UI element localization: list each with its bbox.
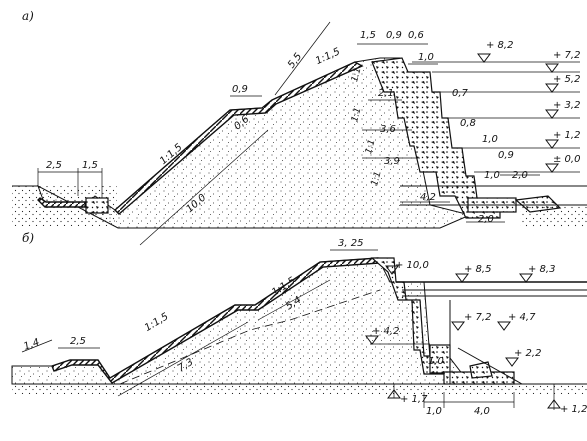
dimline-b-14 bbox=[21, 339, 53, 353]
dim-a-1: 2,5 bbox=[46, 160, 62, 171]
elev-mark-b6 bbox=[365, 335, 379, 345]
elev-mark-a6 bbox=[545, 163, 559, 173]
ground-b bbox=[12, 384, 587, 394]
dim-a-9: 1,5 bbox=[360, 30, 376, 41]
elev-a-5: + 1,2 bbox=[553, 130, 580, 141]
panel-b-label: б) bbox=[22, 231, 34, 245]
dim-b-1: 1,4 bbox=[22, 337, 41, 353]
dimline-a-55 bbox=[274, 21, 331, 96]
elev-b-4: + 7,2 bbox=[464, 312, 491, 323]
elev-mark-b4 bbox=[451, 321, 465, 331]
elev-b-5: + 4,7 bbox=[508, 312, 536, 323]
slope-a-2: 1:1 bbox=[350, 107, 363, 124]
dim-a-18: 0,9 bbox=[498, 150, 514, 161]
dim-b-10: 4,0 bbox=[474, 406, 490, 417]
toe-block-a bbox=[85, 197, 109, 214]
dim-a-17: 1,0 bbox=[482, 134, 498, 145]
dim-b-3: 1:1,5 bbox=[143, 311, 171, 334]
dim-a-10: 0,9 bbox=[386, 30, 402, 41]
dimline-b-54 bbox=[257, 279, 331, 321]
elev-mark-b5 bbox=[497, 321, 511, 331]
elev-b-3: + 8,3 bbox=[528, 264, 555, 275]
dim-a-13: 2,1 bbox=[378, 88, 394, 99]
dimline-a-10 bbox=[139, 129, 269, 246]
elev-mark-b2 bbox=[455, 273, 469, 283]
seabed-a bbox=[520, 205, 587, 227]
dim-a-20: 1,0 bbox=[484, 170, 500, 181]
dim-a-23: 2,0 bbox=[478, 214, 494, 225]
elev-b-8: + 1,7 bbox=[400, 394, 428, 405]
slope-a-4: 1:1 bbox=[370, 171, 383, 188]
elev-mark-b1 bbox=[385, 265, 399, 275]
elev-a-4: + 3,2 bbox=[553, 100, 580, 111]
slope-line-b bbox=[457, 347, 523, 385]
elev-a-6: ± 0,0 bbox=[553, 154, 580, 165]
slope-revetment-a bbox=[113, 61, 364, 215]
elev-a-3: + 5,2 bbox=[553, 74, 580, 85]
elev-mark-a2 bbox=[545, 63, 559, 73]
elev-b-6: + 4,2 bbox=[372, 326, 399, 337]
panel-a-label: а) bbox=[22, 9, 34, 23]
slope-a-1: 1:1 bbox=[350, 67, 363, 84]
elev-b-2: + 8,5 bbox=[464, 264, 491, 275]
elev-mark-a4 bbox=[545, 109, 559, 119]
elev-mark-b7 bbox=[505, 357, 519, 367]
dim-a-14: 0,7 bbox=[452, 88, 469, 99]
dim-a-15: 3,6 bbox=[380, 124, 396, 135]
dim-b-9: 1,0 bbox=[426, 406, 442, 417]
elev-b-7: + 2,2 bbox=[514, 348, 541, 359]
elev-a-2: + 7,2 bbox=[553, 50, 580, 61]
riprap-b bbox=[469, 361, 493, 379]
elev-a-1: + 8,2 bbox=[486, 40, 513, 51]
dim-a-21: 4,2 bbox=[420, 192, 436, 203]
dim-a-19: 3,9 bbox=[384, 156, 400, 167]
dim-a-22: 2,0 bbox=[512, 170, 528, 181]
dim-a-7: 5,5 bbox=[286, 51, 304, 70]
dashed-line-b bbox=[119, 289, 381, 385]
ditch-lining-a bbox=[37, 197, 86, 208]
dimline-b-73 bbox=[117, 321, 249, 397]
dim-a-2: 1,5 bbox=[82, 160, 98, 171]
elev-mark-a1 bbox=[477, 53, 491, 63]
dim-a-8: 1:1,5 bbox=[314, 46, 342, 67]
slope-a-3: 1:1 bbox=[364, 139, 377, 156]
elev-b-1: + 10,0 bbox=[395, 260, 429, 271]
elev-mark-a5 bbox=[545, 139, 559, 149]
elev-mark-a3 bbox=[545, 83, 559, 93]
dim-a-16: 0,8 bbox=[460, 118, 476, 129]
dim-a-3: 0,9 bbox=[232, 84, 248, 95]
dim-a-12: 1,0 bbox=[418, 52, 434, 63]
dim-b-8: 1,0 bbox=[428, 356, 444, 367]
dim-a-11: 0,6 bbox=[408, 30, 424, 41]
elev-mark-b3 bbox=[519, 273, 533, 283]
dim-b-7: 3, 25 bbox=[338, 238, 363, 249]
dim-b-2: 2,5 bbox=[70, 336, 86, 347]
elev-b-9: + 1,2 bbox=[560, 404, 587, 415]
